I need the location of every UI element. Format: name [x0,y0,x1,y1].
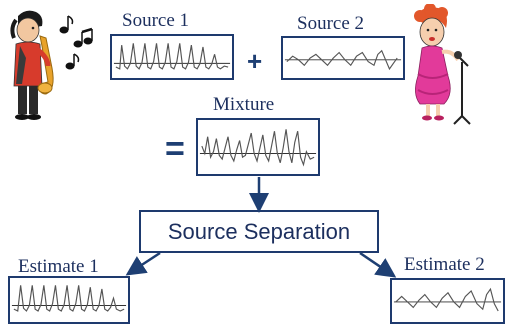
mixture-waveform-box [196,118,320,176]
estimate2-waveform-box [390,278,505,324]
estimate1-label: Estimate 1 [18,256,99,277]
mixture-waveform [201,129,315,167]
arrow-separation-to-estimate2 [359,251,397,278]
saxophone-player-icon [10,10,54,120]
source2-waveform [286,49,398,71]
equals-operator: = [165,130,185,168]
source2-label: Source 2 [297,13,365,34]
plus-operator: + [247,46,263,76]
source-separation-label: Source Separation [167,218,351,244]
singer-icon [414,4,471,125]
music-notes-icon [59,15,93,70]
source1-waveform [115,43,229,70]
estimate2-waveform [395,287,499,312]
arrow-separation-to-estimate1 [125,251,161,276]
mixture-label: Mixture [213,94,275,115]
estimate1-waveform [13,285,125,312]
source1-waveform-box [110,34,234,80]
estimate1-waveform-box [8,276,130,324]
source-separation-box: Source Separation [139,210,379,253]
source2-waveform-box [281,36,405,80]
source1-label: Source 1 [122,10,190,31]
estimate2-label: Estimate 2 [404,254,485,275]
